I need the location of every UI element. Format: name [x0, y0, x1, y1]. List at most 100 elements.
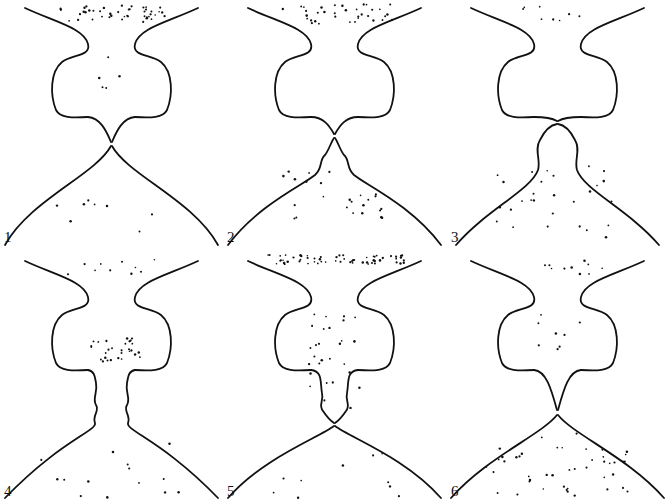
particle-dot: [314, 20, 316, 22]
particle-dot: [299, 259, 301, 261]
particle-dot: [579, 225, 581, 227]
particle-dot: [107, 56, 109, 58]
particle-dot: [389, 4, 391, 6]
particle-dot: [318, 343, 320, 345]
particle-dot: [367, 199, 369, 201]
particle-dot: [334, 16, 336, 18]
particle-dot: [124, 343, 126, 345]
particle-dot: [349, 21, 351, 23]
particle-dot: [573, 201, 575, 203]
particle-dot: [384, 15, 386, 17]
particle-dot: [128, 467, 130, 469]
particle-dot: [363, 3, 365, 5]
particle-dot: [83, 263, 85, 265]
particle-dot: [380, 216, 382, 218]
particle-dot: [373, 260, 376, 263]
particle-dot: [348, 371, 351, 374]
panel-drawing: [228, 261, 441, 498]
particle-dot: [521, 453, 523, 455]
particle-dot: [151, 213, 153, 215]
particle-dot: [515, 456, 517, 458]
particle-dot: [339, 261, 341, 263]
particle-dot: [585, 467, 587, 469]
particle-dot: [297, 497, 299, 499]
particle-dot: [574, 494, 576, 496]
particle-dot: [379, 9, 381, 11]
particle-dot: [602, 456, 604, 458]
particle-dot: [325, 261, 327, 263]
particle-dot: [280, 259, 282, 261]
particle-dot: [93, 340, 95, 342]
particle-dot: [568, 469, 570, 471]
particle-dot: [395, 256, 397, 258]
particle-dot: [67, 273, 69, 275]
particle-dot: [287, 170, 289, 172]
particle-dot: [374, 195, 376, 197]
particle-dot: [399, 262, 401, 264]
particle-dot: [360, 195, 362, 197]
particle-dot: [144, 15, 146, 17]
particle-dot: [320, 182, 322, 184]
particle-dot: [570, 266, 573, 269]
particle-dot: [127, 15, 129, 17]
particle-dot: [300, 6, 302, 8]
particle-dot: [303, 6, 305, 8]
particle-dot: [279, 255, 281, 257]
particle-dot: [352, 212, 354, 214]
panel-number: 3: [451, 230, 459, 245]
particle-dot: [510, 209, 512, 211]
particle-dot: [556, 348, 558, 350]
particle-dot: [381, 217, 383, 219]
particle-dot: [83, 7, 85, 9]
particle-dot: [100, 359, 102, 361]
particle-dot: [305, 10, 307, 12]
particle-dot: [131, 5, 133, 7]
particle-dot: [117, 11, 119, 13]
particle-dot: [315, 344, 317, 346]
particle-dot: [555, 332, 558, 335]
particle-dot: [343, 258, 345, 260]
particle-dot: [317, 263, 319, 265]
particle-dot: [613, 461, 615, 463]
particle-dot: [521, 200, 523, 202]
particle-dot: [381, 453, 383, 455]
particle-dot: [320, 261, 322, 263]
particle-dot: [366, 4, 368, 6]
particle-dot: [102, 360, 104, 362]
particle-dot: [121, 349, 123, 351]
particle-dot: [138, 351, 140, 353]
particle-dot: [349, 261, 351, 263]
particle-dot: [128, 340, 130, 342]
particle-dot: [282, 477, 284, 479]
particle-dot: [314, 261, 316, 263]
particle-dot: [318, 23, 320, 25]
particle-dot: [323, 328, 325, 330]
particle-dot: [539, 6, 541, 8]
particle-dot: [320, 6, 323, 8]
particle-dot: [282, 175, 285, 178]
particle-dot: [126, 15, 128, 17]
particle-dot: [540, 181, 542, 183]
particle-dot: [139, 231, 141, 233]
particle-dot: [579, 273, 582, 276]
particle-dot: [351, 201, 353, 203]
particle-dot: [603, 170, 605, 172]
particle-dot: [529, 479, 531, 481]
particle-dot: [398, 495, 400, 497]
particle-dot: [603, 476, 605, 478]
particle-dot: [108, 16, 110, 18]
particle-dot: [563, 334, 565, 336]
particle-dot: [323, 196, 325, 198]
particle-dot: [85, 5, 87, 7]
particle-dot: [532, 193, 534, 195]
particle-dot: [624, 460, 626, 462]
particle-dot: [105, 340, 107, 342]
particle-dot: [313, 356, 315, 358]
particle-dot: [348, 199, 351, 202]
particle-dot: [128, 8, 130, 10]
particle-dot: [117, 357, 119, 359]
particle-dot: [328, 171, 330, 173]
particle-dot: [109, 269, 111, 271]
particle-dot: [542, 488, 544, 490]
